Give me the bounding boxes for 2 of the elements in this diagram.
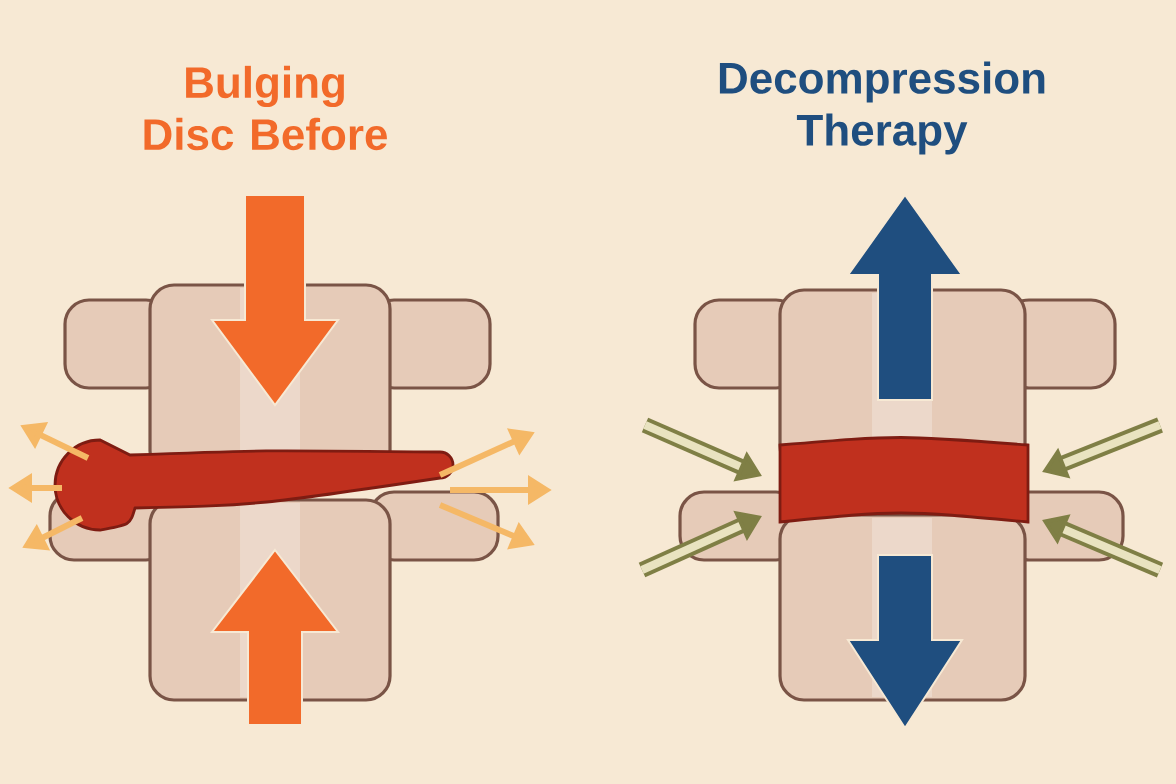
- title: Bulging Disc Before: [144, 65, 387, 151]
- title: Decompression Therapy: [719, 61, 1045, 155]
